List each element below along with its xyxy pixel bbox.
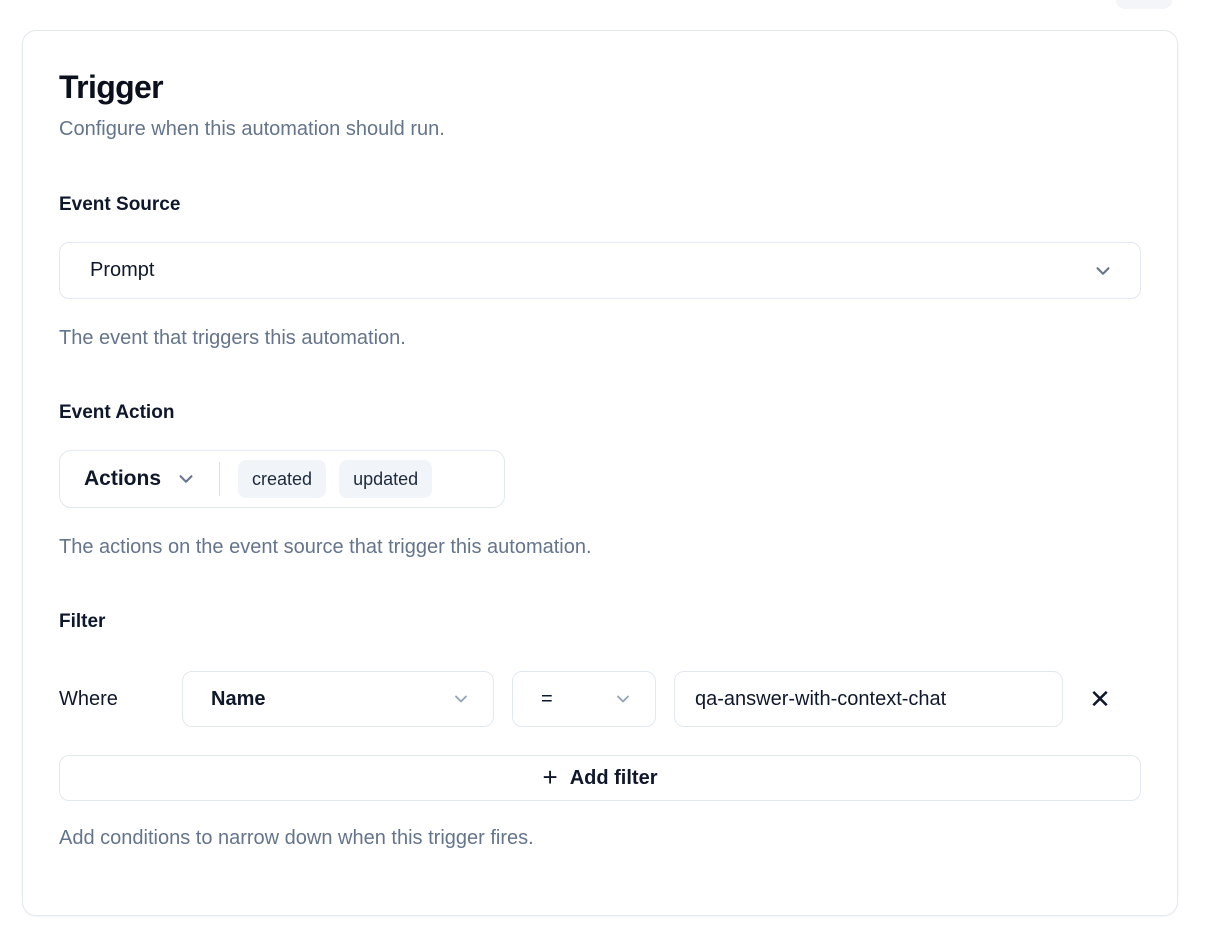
filter-help-text: Add conditions to narrow down when this …: [59, 827, 534, 849]
event-action-tag-updated: updated: [339, 460, 433, 498]
partial-element-top-edge: [1116, 0, 1172, 9]
event-action-tag-created: created: [238, 460, 327, 498]
filter-field-select[interactable]: Name: [182, 671, 494, 727]
event-source-label: Event Source: [59, 194, 181, 215]
where-label: Where: [59, 687, 118, 710]
chevron-down-icon: [1096, 266, 1110, 275]
event-action-box: Actions created updated: [59, 450, 505, 508]
event-action-label: Event Action: [59, 402, 175, 423]
trigger-card: Trigger Configure when this automation s…: [22, 30, 1178, 916]
filter-operator-selected-value: =: [541, 687, 553, 710]
filter-condition-row: Where Name = ✕: [59, 671, 1141, 727]
actions-dropdown-label: Actions: [84, 467, 162, 490]
event-action-help-text: The actions on the event source that tri…: [59, 536, 592, 558]
chevron-down-icon: [617, 695, 629, 703]
event-source-select[interactable]: Prompt: [59, 242, 1141, 299]
filter-label: Filter: [59, 611, 106, 632]
plus-icon: +: [542, 762, 558, 792]
actions-dropdown-button[interactable]: Actions: [84, 467, 197, 491]
chevron-down-icon: [455, 695, 467, 703]
add-filter-button[interactable]: + Add filter: [59, 755, 1141, 801]
page-subtitle: Configure when this automation should ru…: [59, 118, 445, 140]
event-source-help-text: The event that triggers this automation.: [59, 327, 406, 349]
close-icon: ✕: [1089, 684, 1111, 714]
filter-operator-select[interactable]: =: [512, 671, 656, 727]
remove-filter-button[interactable]: ✕: [1083, 682, 1117, 716]
chevron-down-icon: [179, 475, 193, 483]
add-filter-label: Add filter: [569, 766, 658, 789]
vertical-divider: [219, 462, 221, 496]
filter-field-selected-value: Name: [211, 687, 266, 710]
page-title: Trigger: [59, 69, 164, 105]
filter-value-input[interactable]: [674, 671, 1063, 727]
event-source-selected-value: Prompt: [90, 259, 155, 281]
